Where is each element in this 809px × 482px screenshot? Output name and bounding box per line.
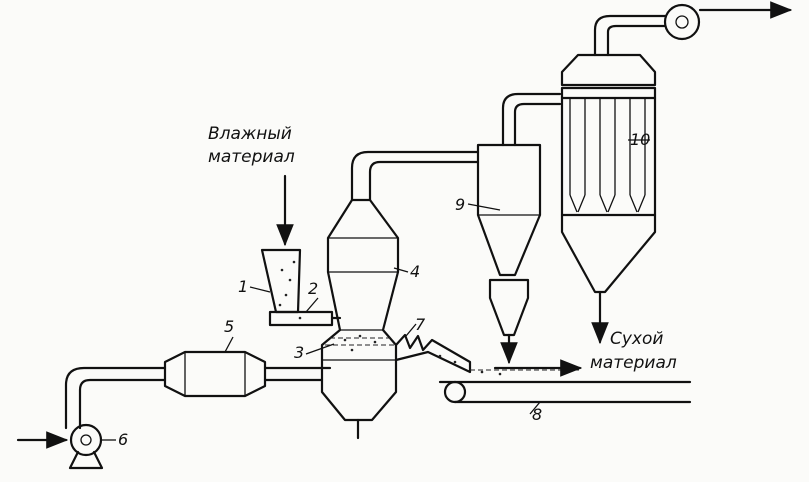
label-2: 2 [308, 279, 318, 298]
hopper-1 [260, 174, 342, 327]
label-3: 3 [294, 343, 304, 362]
particles [278, 260, 502, 376]
label-5: 5 [224, 317, 234, 336]
battery-cyclone-10 [560, 1, 793, 345]
fan-6 [16, 366, 167, 470]
wet-material-label-2: материал [208, 147, 295, 167]
conveyor-8 [438, 380, 692, 404]
discharge-7 [394, 333, 583, 377]
dry-material-label-1: Сухой [610, 329, 663, 349]
heater-5 [163, 350, 332, 398]
label-1: 1 [238, 277, 248, 296]
dryer-4 [320, 150, 480, 440]
label-4: 4 [410, 262, 420, 281]
cyclone-9 [476, 92, 562, 365]
dry-material-label-2: материал [590, 353, 677, 373]
label-9: 9 [455, 195, 465, 214]
label-8: 8 [532, 405, 542, 424]
label-6: 6 [118, 430, 128, 449]
label-7: 7 [415, 315, 426, 334]
wet-material-label-1: Влажный [208, 124, 292, 144]
leader-lines [100, 139, 650, 441]
